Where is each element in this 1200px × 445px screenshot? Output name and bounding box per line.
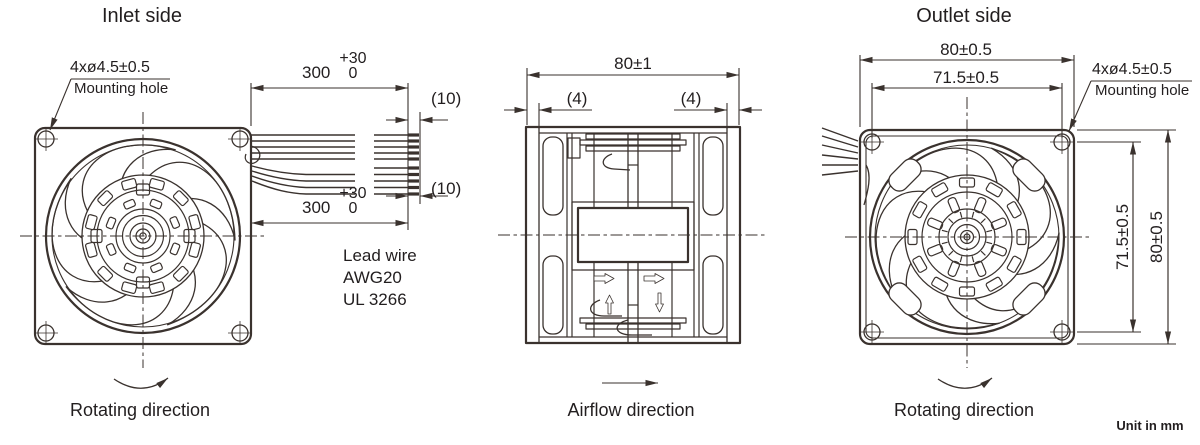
outlet-mounting-hole-dim: 4xø4.5±0.5 — [1092, 61, 1172, 78]
rotating-direction-label-inlet: Rotating direction — [69, 400, 211, 420]
wire-length-dim-bottom: 300 +30 0 — [302, 185, 367, 217]
outlet-dimensions — [859, 55, 1192, 345]
wire-length-tol-minus: 0 — [348, 200, 358, 217]
lead-wire-note: Lead wire AWG20 UL 3266 — [343, 245, 417, 311]
side-view — [498, 125, 768, 345]
outlet-wires — [821, 127, 870, 206]
rotating-direction-arrow-outlet — [937, 377, 993, 389]
side-depth-dim: 80±1 — [614, 54, 652, 73]
motor-mount-top — [567, 133, 687, 171]
wire-strip-dim-bottom: (10) — [431, 179, 462, 198]
section-blades — [542, 136, 724, 335]
wire-length-nominal: 300 — [302, 63, 331, 82]
airflow-direction-label: Airflow direction — [567, 400, 695, 420]
wire-strip-dim-top: (10) — [431, 89, 462, 108]
motor-mount-bottom — [579, 299, 687, 336]
inlet-dimensions — [49, 78, 448, 230]
wire-length-tol-plus: +30 — [339, 185, 367, 202]
outlet-title: Outlet side — [916, 5, 1012, 27]
rotating-direction-label-outlet: Rotating direction — [893, 400, 1035, 420]
lead-wire-note-line2: AWG20 — [343, 268, 402, 287]
side-flange-dim-right: (4) — [680, 89, 702, 108]
rotating-direction-arrow-inlet — [113, 377, 169, 389]
inlet-view — [20, 112, 267, 368]
wire-length-nominal: 300 — [302, 198, 331, 217]
airflow-indicator-arrows — [593, 273, 665, 315]
lead-wires — [244, 133, 419, 196]
outlet-height-dim: 80±0.5 — [1147, 211, 1167, 263]
direction-arrows — [113, 377, 993, 389]
unit-note: Unit in mm — [1116, 418, 1184, 433]
outlet-hole-pitch-v-dim: 71.5±0.5 — [1113, 203, 1133, 271]
outlet-view — [821, 97, 1092, 368]
side-flange-dim-left: (4) — [566, 89, 588, 108]
wire-length-tol-minus: 0 — [348, 65, 358, 82]
outlet-hole-pitch-h-dim: 71.5±0.5 — [932, 68, 1000, 87]
stripped-wire-tips — [408, 133, 419, 196]
outlet-mounting-hole-label: Mounting hole — [1095, 82, 1190, 99]
inlet-mounting-hole-dim: 4xø4.5±0.5 — [70, 59, 150, 76]
lead-wire-note-line3: UL 3266 — [343, 290, 407, 309]
inlet-title: Inlet side — [101, 5, 183, 27]
inlet-mounting-hole-label: Mounting hole — [74, 80, 169, 97]
outlet-width-dim: 80±0.5 — [940, 40, 992, 59]
wire-length-dim-top: 300 +30 0 — [302, 50, 367, 82]
side-dimensions — [504, 68, 762, 129]
lead-wires-after-break — [374, 134, 408, 195]
wire-length-tol-plus: +30 — [339, 50, 367, 67]
lead-wire-note-line1: Lead wire — [343, 246, 417, 265]
